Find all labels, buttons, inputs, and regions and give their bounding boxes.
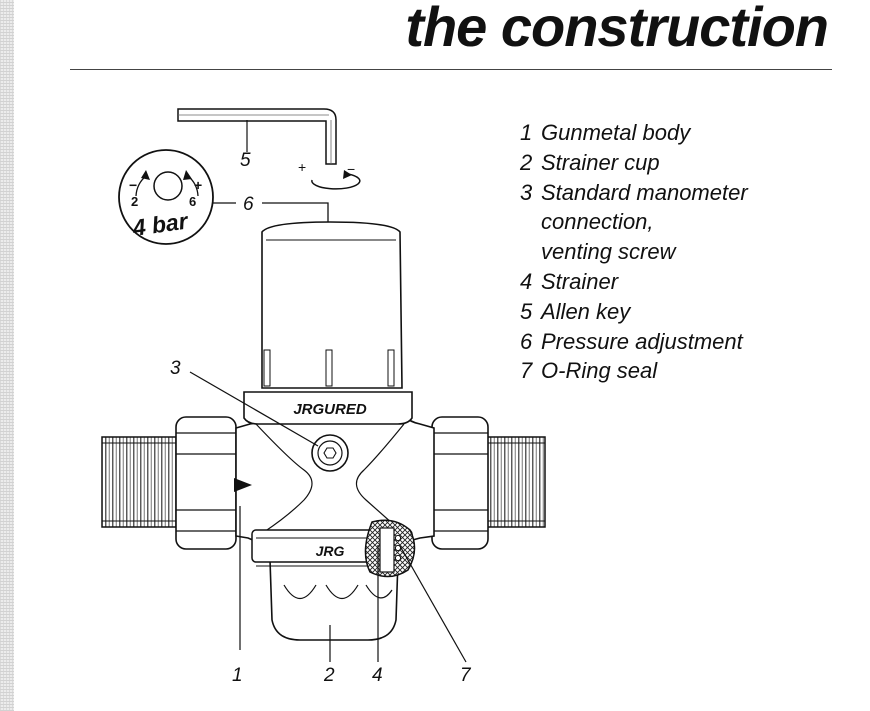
title-divider xyxy=(70,69,832,70)
spring-bonnet xyxy=(261,221,403,389)
callout-2: 2 xyxy=(323,665,335,686)
callout-3: 3 xyxy=(170,358,181,379)
leader-line-7 xyxy=(399,545,467,663)
pressure-dial: − + 2 6 4 bar xyxy=(118,149,214,245)
rotation-arrow: + − xyxy=(298,159,361,190)
dial-minus-label: − xyxy=(129,177,137,193)
manometer-connection xyxy=(311,434,349,472)
callout-1: 1 xyxy=(232,665,243,686)
dial-min-label: 2 xyxy=(131,194,138,209)
right-thread xyxy=(484,436,546,528)
bonnet-collar: JRGURED xyxy=(243,391,413,425)
callout-7: 7 xyxy=(460,665,472,686)
left-border-strip xyxy=(0,0,14,711)
brand-jrg-label: JRG xyxy=(316,543,345,559)
turn-plus-label: + xyxy=(298,159,306,175)
strainer-cup xyxy=(269,559,399,641)
left-union-nut xyxy=(175,416,237,550)
turn-minus-label: − xyxy=(347,161,355,177)
callout-4: 4 xyxy=(372,665,383,686)
cutaway-detail xyxy=(364,519,416,578)
page-title: the construction xyxy=(405,0,829,58)
right-union-nut xyxy=(431,416,489,550)
flow-direction-arrow xyxy=(234,478,252,492)
left-thread xyxy=(101,436,185,528)
dial-max-label: 6 xyxy=(189,194,196,209)
dial-plus-label: + xyxy=(194,177,202,193)
leader-line-6b xyxy=(262,202,329,222)
brand-jrgured-label: JRGURED xyxy=(293,401,367,418)
leader-line-3 xyxy=(189,371,319,447)
callout-6: 6 xyxy=(243,194,254,215)
allen-key xyxy=(177,108,337,165)
callout-5: 5 xyxy=(240,150,251,171)
